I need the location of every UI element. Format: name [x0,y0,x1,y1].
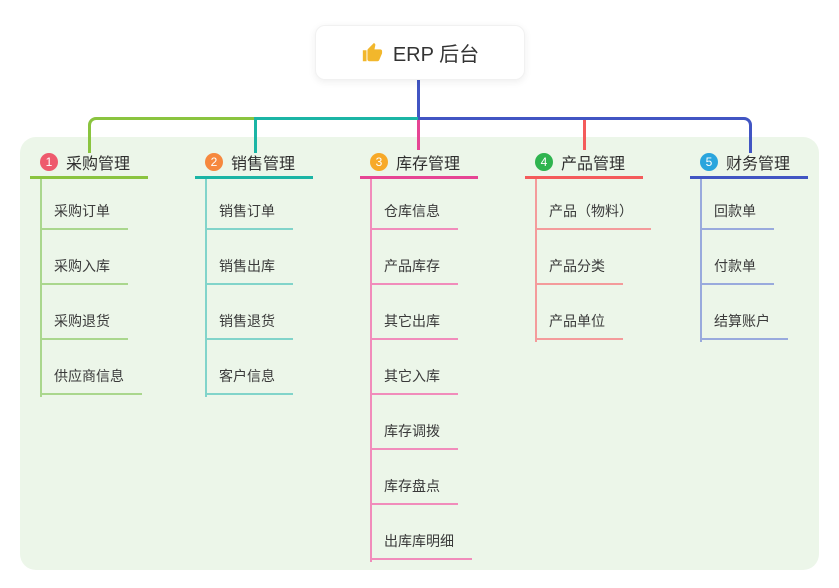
connector-branch-3 [417,120,420,150]
connector-branch-5 [418,117,752,153]
connector-branch-2 [254,117,421,153]
child-node[interactable]: 付款单 [700,253,774,285]
connector-branch-1 [88,117,257,153]
child-node[interactable]: 产品（物料） [535,198,651,230]
root-title: ERP 后台 [392,44,480,66]
child-node[interactable]: 销售订单 [205,198,293,230]
branch-label: 财务管理 [726,156,791,173]
child-node[interactable]: 销售出库 [205,253,293,285]
child-node[interactable]: 采购入库 [40,253,128,285]
thumbs-up-icon [362,42,382,61]
child-node[interactable]: 供应商信息 [40,363,142,395]
child-node[interactable]: 其它出库 [370,308,458,340]
branches-group-panel [20,137,819,570]
child-node[interactable]: 库存调拨 [370,418,458,450]
connector-root-stem [417,78,420,118]
branch-child-connector [40,179,42,397]
child-node[interactable]: 仓库信息 [370,198,458,230]
child-node[interactable]: 回款单 [700,198,774,230]
child-node[interactable]: 客户信息 [205,363,293,395]
child-node[interactable]: 产品分类 [535,253,623,285]
child-node[interactable]: 出库库明细 [370,528,472,560]
branch-child-connector [370,179,372,562]
branch-node-caiwu[interactable]: 5 财务管理 [690,148,808,179]
branch-child-connector [700,179,702,342]
branch-label: 采购管理 [66,156,131,173]
child-node[interactable]: 产品单位 [535,308,623,340]
root-node-erp[interactable]: ERP 后台 [315,25,525,80]
child-node[interactable]: 其它入库 [370,363,458,395]
branch-caigou: 1 采购管理 采购订单 采购入库 采购退货 供应商信息 [30,148,148,397]
branch-number-badge: 4 [535,153,553,171]
child-node[interactable]: 采购订单 [40,198,128,230]
branch-node-xiaoshou[interactable]: 2 销售管理 [195,148,313,179]
branch-node-chanpin[interactable]: 4 产品管理 [525,148,643,179]
child-node[interactable]: 销售退货 [205,308,293,340]
branch-number-badge: 1 [40,153,58,171]
branch-label: 产品管理 [561,156,626,173]
branch-number-badge: 2 [205,153,223,171]
branch-node-caigou[interactable]: 1 采购管理 [30,148,148,179]
branch-child-connector [205,179,207,397]
branch-number-badge: 5 [700,153,718,171]
branch-label: 库存管理 [396,156,461,173]
branch-caiwu: 5 财务管理 回款单 付款单 结算账户 [690,148,808,342]
branch-node-kucun[interactable]: 3 库存管理 [360,148,478,179]
branch-kucun: 3 库存管理 仓库信息 产品库存 其它出库 其它入库 库存调拨 库存盘点 出库库… [360,148,478,562]
branch-label: 销售管理 [231,156,296,173]
child-node[interactable]: 库存盘点 [370,473,458,505]
child-node[interactable]: 采购退货 [40,308,128,340]
connector-branch-4 [583,120,586,150]
branch-xiaoshou: 2 销售管理 销售订单 销售出库 销售退货 客户信息 [195,148,313,397]
branch-number-badge: 3 [370,153,388,171]
child-node[interactable]: 产品库存 [370,253,458,285]
child-node[interactable]: 结算账户 [700,308,788,340]
branch-chanpin: 4 产品管理 产品（物料） 产品分类 产品单位 [525,148,651,342]
branch-child-connector [535,179,537,342]
